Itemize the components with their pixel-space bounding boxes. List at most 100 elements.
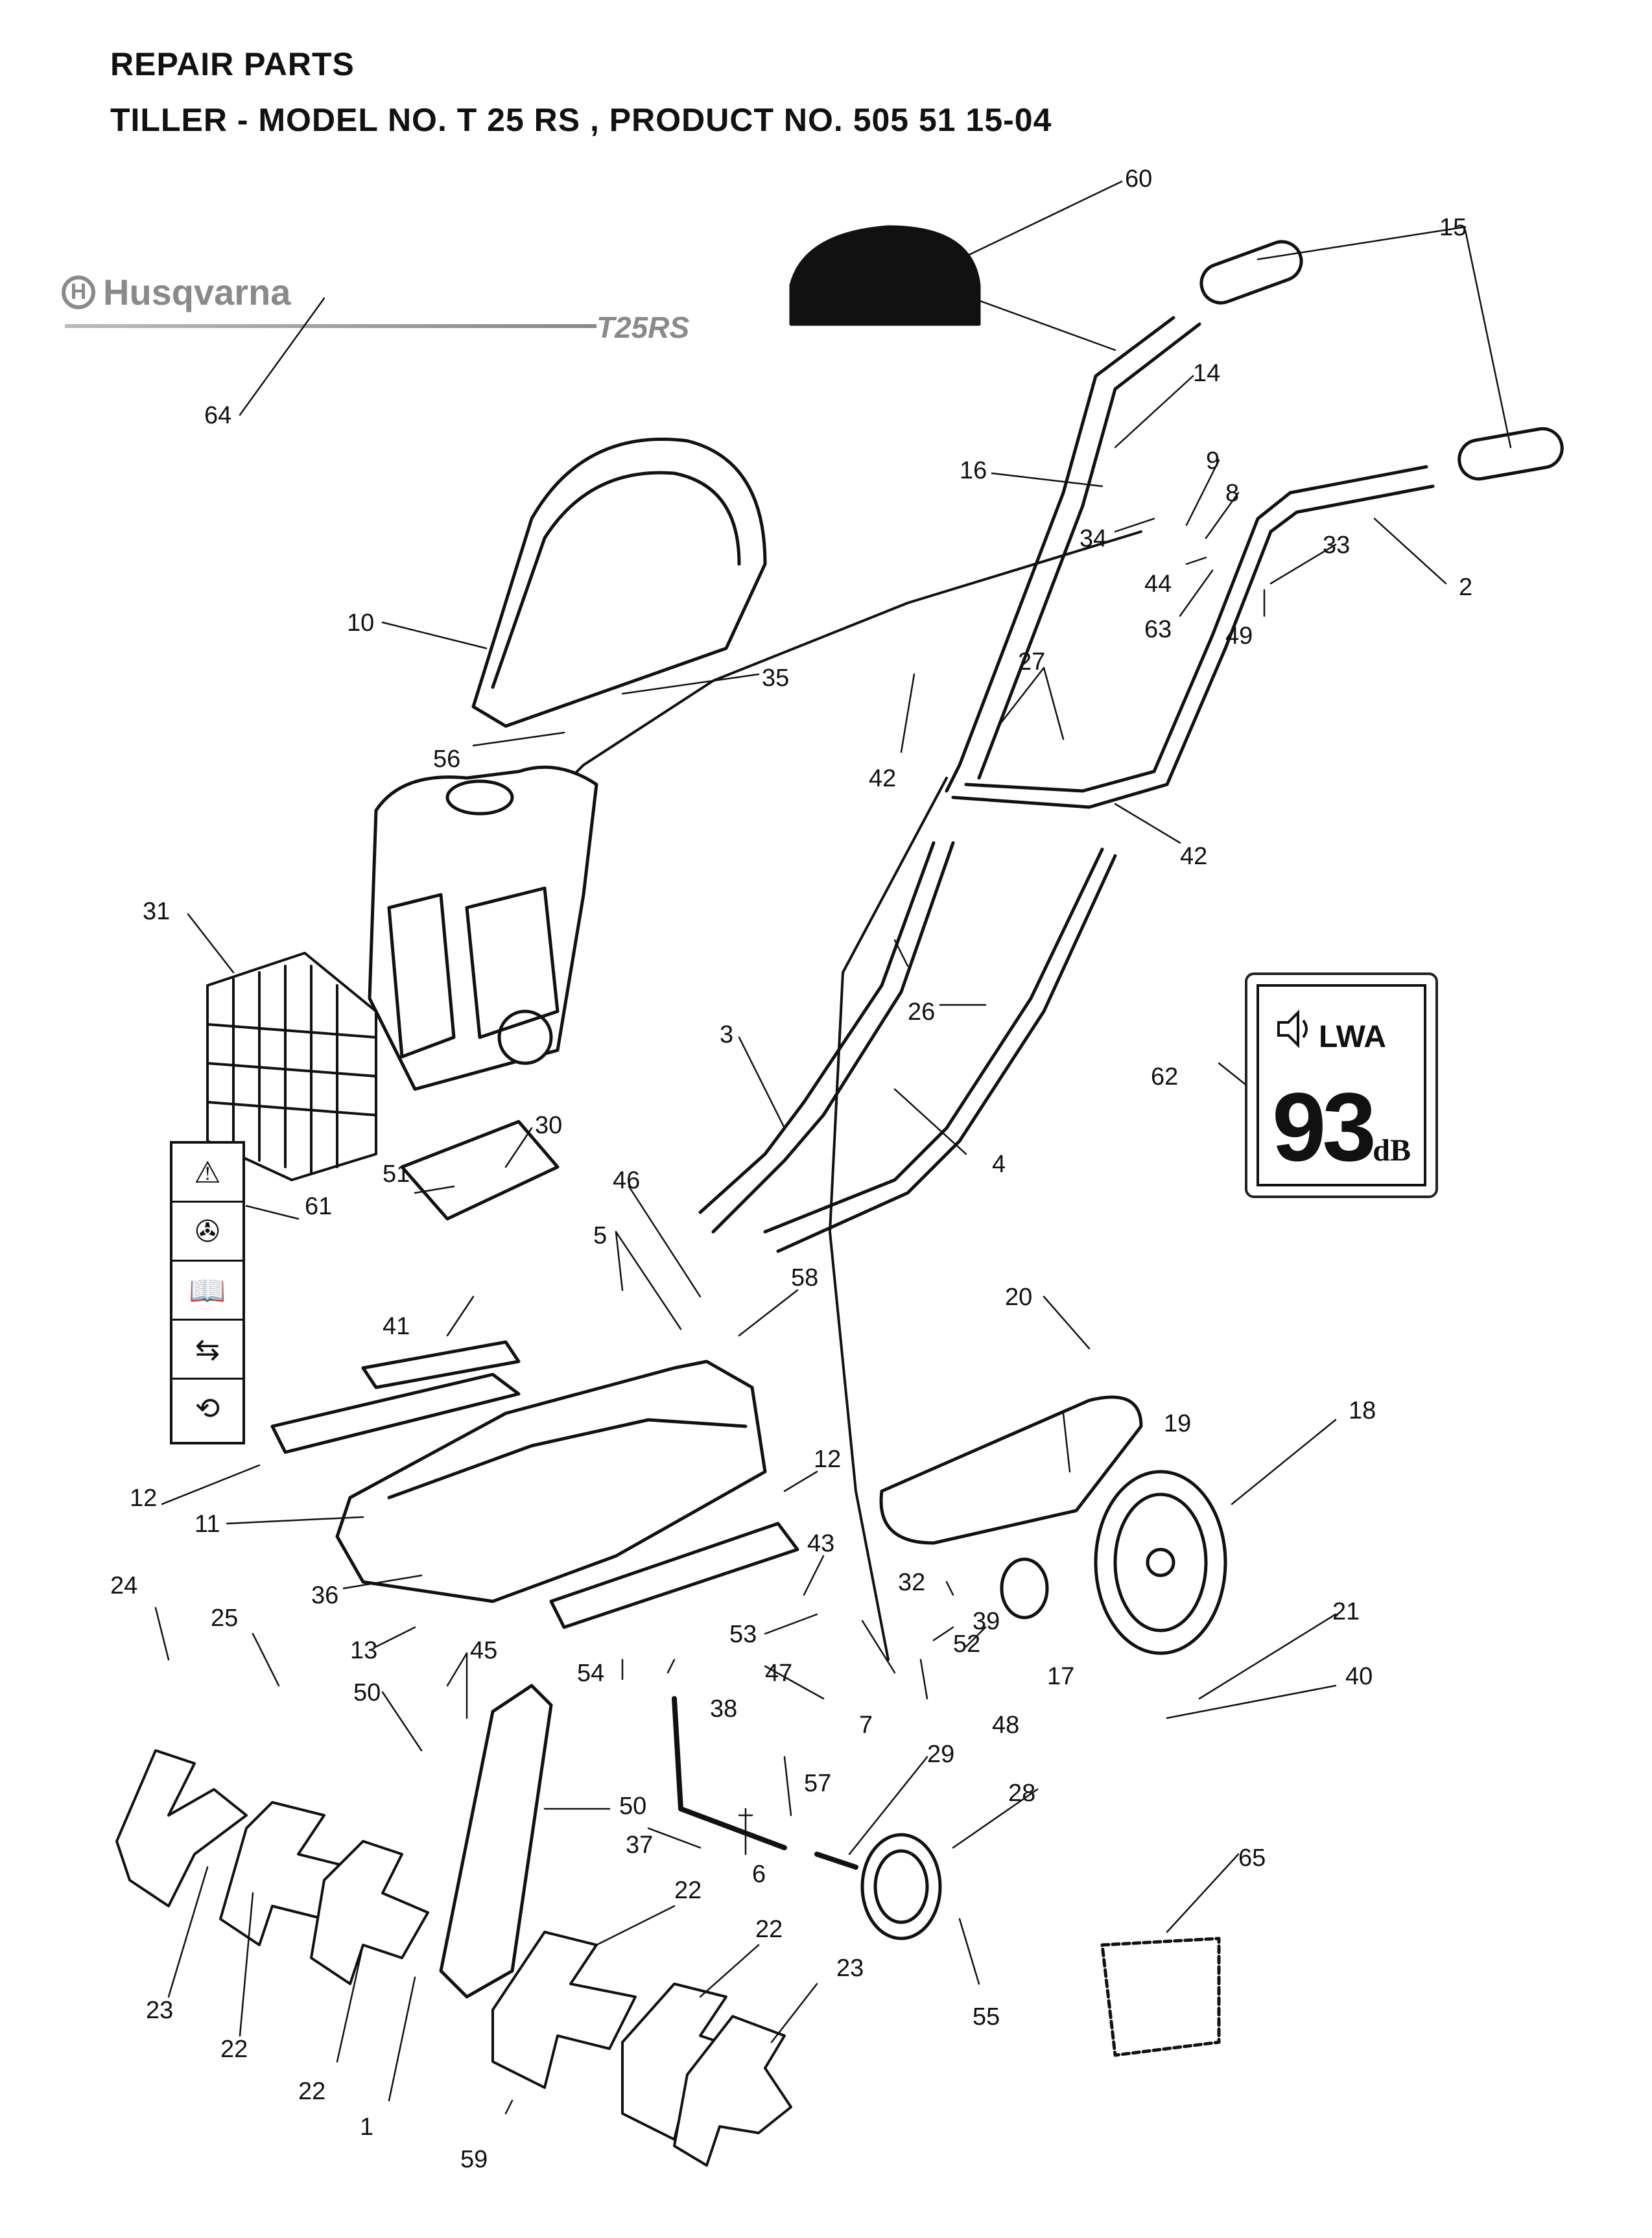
callout-label: 28 <box>1008 1780 1036 1807</box>
callout-label: 52 <box>953 1631 981 1658</box>
lwa-symbol: LWA <box>1319 1020 1386 1054</box>
callout-label: 1 <box>360 2114 374 2141</box>
tine-shield-12-right <box>549 1522 799 1629</box>
hardware-bag-65 <box>1100 1937 1221 2057</box>
callout-label: 55 <box>973 2003 1000 2031</box>
callout-label: 3 <box>720 1021 734 1048</box>
axle-29 <box>814 1852 858 1870</box>
grip-15-upper <box>1199 240 1303 305</box>
callout-label: 19 <box>1164 1410 1192 1437</box>
callout-label: 22 <box>674 1877 702 1904</box>
pulley-17 <box>1000 1557 1049 1620</box>
callout-label: 46 <box>613 1167 641 1194</box>
callout-label: 17 <box>1047 1663 1075 1690</box>
callout-label: 7 <box>859 1712 873 1739</box>
upper-handle-right <box>977 322 1201 780</box>
wheel-18 <box>1094 1470 1227 1655</box>
callout-label: 21 <box>1332 1598 1360 1625</box>
callout-label: 50 <box>353 1679 381 1706</box>
callout-label: 58 <box>791 1264 819 1291</box>
read-manual-icon: 📖 <box>172 1262 242 1321</box>
callout-label: 36 <box>311 1582 339 1609</box>
callout-label: 38 <box>710 1695 738 1723</box>
callout-label: 27 <box>1018 648 1046 676</box>
model-decal-text: T25RS <box>596 311 690 344</box>
callout-label: 59 <box>460 2146 488 2173</box>
callout-label: 25 <box>211 1605 239 1632</box>
callout-label: 4 <box>992 1151 1006 1178</box>
callout-label: 42 <box>1180 843 1208 870</box>
noise-value: 93 <box>1272 1072 1376 1181</box>
callout-label: 32 <box>898 1569 926 1596</box>
callout-label: 16 <box>960 457 987 484</box>
callout-label: 48 <box>992 1712 1020 1739</box>
noise-unit: dB <box>1373 1133 1411 1168</box>
callout-label: 34 <box>1080 525 1107 552</box>
callout-label: 56 <box>433 746 461 773</box>
callout-label: 51 <box>383 1160 410 1188</box>
callout-label: 33 <box>1323 532 1351 559</box>
tine-assembly-left <box>115 1749 429 1985</box>
callout-label: 26 <box>908 998 936 1026</box>
clutch-cable <box>829 777 948 1661</box>
callout-label: 49 <box>1225 622 1253 650</box>
callout-label: 20 <box>1005 1284 1033 1311</box>
callout-label: 2 <box>1459 574 1473 601</box>
callout-label: 23 <box>836 1955 864 1982</box>
page-subtitle: TILLER - MODEL NO. T 25 RS , PRODUCT NO.… <box>110 102 1052 138</box>
page-header: REPAIR PARTS TILLER - MODEL NO. T 25 RS … <box>110 45 1052 157</box>
callout-label: 29 <box>927 1741 955 1768</box>
callout-label: 62 <box>1151 1063 1179 1090</box>
callout-label: 9 <box>1206 447 1220 475</box>
callout-label: 45 <box>470 1637 498 1664</box>
callout-label: 42 <box>869 765 897 792</box>
callout-label: 5 <box>593 1222 608 1249</box>
drive-belt-20 <box>879 1395 1143 1545</box>
engine-assembly <box>368 765 598 1091</box>
callout-label: 65 <box>1238 1844 1266 1872</box>
callout-label: 50 <box>619 1793 647 1820</box>
callout-label: 12 <box>130 1485 158 1512</box>
callout-label: 22 <box>298 2078 326 2105</box>
callout-label: 22 <box>220 2036 248 2063</box>
callout-label: 53 <box>729 1621 757 1648</box>
callout-label: 44 <box>1144 571 1172 598</box>
tine-assembly-right <box>491 1931 792 2167</box>
callout-label: 47 <box>765 1660 793 1687</box>
callout-label: 13 <box>350 1637 378 1664</box>
callout-label: 30 <box>535 1112 563 1139</box>
callout-label: 35 <box>762 665 790 692</box>
lower-handle-4 <box>763 847 1104 1234</box>
callout-label: 54 <box>577 1660 605 1687</box>
callout-label: 12 <box>814 1446 842 1473</box>
callout-label: 15 <box>1439 214 1467 241</box>
decal-stripe <box>65 324 596 328</box>
engine-plate-30 <box>400 1120 560 1221</box>
callout-label: 22 <box>755 1916 783 1943</box>
husqvarna-logo-icon: H <box>62 275 95 309</box>
callout-label: 60 <box>1125 165 1153 193</box>
callout-label: 18 <box>1349 1397 1376 1424</box>
callout-label: 43 <box>807 1530 835 1557</box>
callout-label: 24 <box>110 1572 138 1599</box>
callout-label: 41 <box>383 1313 410 1340</box>
tine-shield-12-left <box>270 1372 521 1454</box>
tine-hazard-icon: ✇ <box>172 1203 242 1262</box>
callout-label: 23 <box>146 1997 174 2024</box>
warning-decal-61: ⚠ ✇ 📖 ⇆ ⟲ <box>170 1141 245 1444</box>
transport-wheel-28 <box>860 1833 942 1940</box>
callout-label: 10 <box>347 609 375 637</box>
callout-label: 63 <box>1144 616 1172 643</box>
warning-triangle-icon: ⚠ <box>172 1144 242 1203</box>
depth-bar-6 <box>672 1696 787 1850</box>
safety-decal-60 <box>789 225 981 326</box>
callout-label: 31 <box>143 898 171 925</box>
callout-label: 61 <box>305 1193 333 1220</box>
handle-grip-bar-2 <box>964 465 1428 793</box>
brand-name: Husqvarna <box>103 272 291 312</box>
noise-level-decal-62: LWA 93 dB <box>1245 972 1438 1198</box>
speaker-icon <box>1277 1009 1308 1048</box>
stop-engine-icon: ⟲ <box>195 1391 220 1425</box>
belt-cover-10 <box>471 438 767 728</box>
